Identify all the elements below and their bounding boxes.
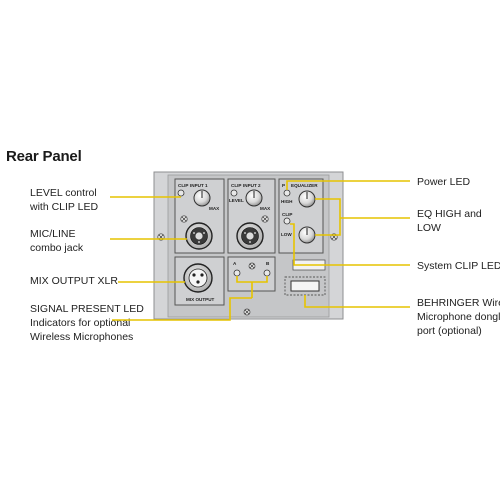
clip3-text: CLIP (282, 212, 292, 217)
clip-led-1 (177, 189, 185, 197)
power-text: P (282, 183, 285, 188)
pin-dot (193, 232, 195, 234)
pin-dot (244, 232, 246, 234)
pin-dot (254, 232, 256, 234)
label-line: LOW (417, 222, 441, 234)
callout-behringer (304, 295, 410, 308)
label-system-clip: System CLIP LED (417, 259, 500, 273)
label-eq: EQ HIGH and LOW (417, 207, 482, 235)
label-line: Indicators for optional (30, 317, 131, 329)
combo-jack-core (246, 232, 254, 240)
label-line: MIX OUTPUT XLR (30, 275, 118, 287)
label-behringer: BEHRINGER Wireless Microphone dongle por… (417, 296, 500, 338)
label-line: Power LED (417, 176, 471, 188)
level-text: LEVEL (229, 198, 244, 203)
pin-dot (198, 241, 200, 243)
clip2-text: CLIP (231, 183, 241, 188)
power-led (283, 189, 291, 197)
label-line: combo jack (30, 242, 84, 254)
xlr-pin (196, 280, 200, 284)
a-text: A (233, 261, 237, 266)
label-mic-line: MIC/LINE combo jack (30, 227, 83, 255)
label-line: port (optional) (417, 325, 482, 337)
callout-power-led (286, 180, 410, 190)
callout-lines (110, 180, 410, 321)
low-text: LOW (281, 232, 292, 237)
high-text: HIGH (281, 199, 293, 204)
label-line: BEHRINGER Wireless (417, 297, 500, 309)
label-line: MIC/LINE (30, 228, 76, 240)
combo-jack-core (195, 232, 203, 240)
signal-led-b (263, 269, 271, 277)
label-signal-present: SIGNAL PRESENT LED Indicators for option… (30, 302, 144, 344)
xlr-pin (192, 273, 196, 277)
pin-dot (249, 241, 251, 243)
eq-text: EQUALIZER (291, 183, 318, 188)
clip1-text: CLIP (178, 183, 188, 188)
callout-system-clip (290, 223, 410, 266)
label-line: System CLIP LED (417, 260, 500, 272)
mix-output-text: MIX OUTPUT (186, 297, 215, 302)
signal-led-a (233, 269, 241, 277)
callout-signal-present (112, 297, 252, 321)
label-line: SIGNAL PRESENT LED (30, 303, 144, 315)
dongle-port[interactable] (290, 280, 320, 292)
callout-eq (315, 198, 410, 236)
label-line: EQ HIGH and (417, 208, 482, 220)
label-line: Wireless Microphones (30, 331, 134, 343)
b-text: B (266, 261, 270, 266)
xlr-inner (188, 268, 208, 288)
xlr-pin (200, 273, 204, 277)
label-power-led: Power LED (417, 175, 470, 189)
clip-led-2 (230, 189, 238, 197)
label-line: LEVEL control (30, 187, 97, 199)
page-title: Rear Panel (6, 148, 82, 165)
system-clip-led (283, 217, 291, 225)
input2-text: INPUT 2 (243, 183, 261, 188)
pin-dot (203, 232, 205, 234)
max2-text: MAX (260, 206, 271, 211)
label-line: Microphone dongle (417, 311, 500, 323)
input1-text: INPUT 1 (190, 183, 208, 188)
max1-text: MAX (209, 206, 220, 211)
label-line: with CLIP LED (30, 201, 99, 213)
label-mix-output: MIX OUTPUT XLR (30, 274, 118, 288)
label-level-control: LEVEL control with CLIP LED (30, 186, 98, 214)
